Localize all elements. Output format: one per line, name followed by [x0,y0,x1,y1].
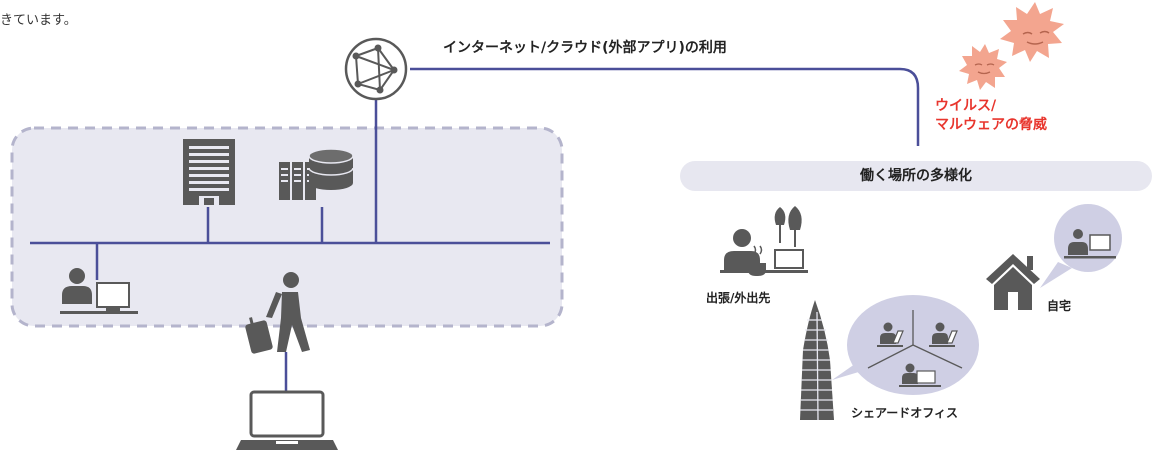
virus-icon [1000,2,1064,62]
skyscraper-icon [800,300,834,421]
network-lines [30,67,920,392]
shared-office-bubble [832,295,979,395]
office-worker-pc-icon [60,268,138,314]
intro-text: きています。 [0,13,77,28]
internet-globe-icon [344,37,408,101]
cafe-worker-icon [720,206,808,276]
business-trip-label: 出張/外出先 [706,291,771,305]
home-bubble [1040,204,1122,288]
office-building-icon [183,139,235,205]
internet-cloud-label: インターネット/クラウド(外部アプリ)の利用 [443,40,727,56]
virus-icon [959,44,1007,90]
virus-threat-line2: マルウェアの脅威 [935,116,1047,133]
virus-threat-line1: ウイルス/ [935,98,997,114]
shared-office-label: シェアードオフィス [851,406,959,420]
diverse-workplaces-band: 働く場所の多様化 [680,161,1152,191]
home-label: 自宅 [1047,299,1072,313]
company-network-area [10,126,564,328]
laptop-icon [236,390,338,450]
virus-threat-label: ウイルス/ マルウェアの脅威 [935,97,1047,135]
server-database-icon [279,148,354,200]
house-icon [986,254,1040,310]
traveler-icon [245,272,310,354]
